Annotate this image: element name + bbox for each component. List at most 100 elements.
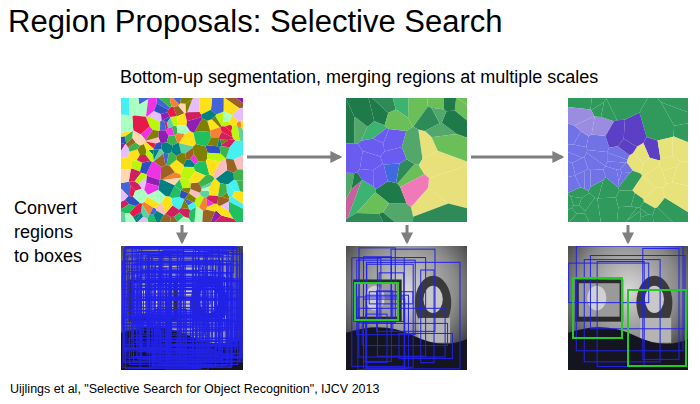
segment-region: [221, 201, 229, 211]
segment-region: [166, 152, 176, 165]
segment-region: [584, 152, 605, 170]
segment-region: [140, 161, 152, 174]
segment-region: [160, 165, 174, 180]
segment-region: [137, 155, 150, 163]
segment-region: [189, 171, 206, 183]
citation: Uijlings et al, "Selective Search for Ob…: [10, 382, 379, 396]
tv-set: [575, 279, 623, 321]
convert-arrow: [627, 225, 630, 242]
convert-arrow: [181, 225, 184, 242]
segment-region: [136, 212, 144, 222]
proposal-box: [135, 282, 194, 326]
segment-region: [658, 98, 688, 112]
proposal-box: [146, 287, 233, 320]
proposal-box: [359, 258, 381, 322]
proposal-box: [181, 267, 202, 353]
segment-region: [606, 98, 647, 120]
segmentation-fine: [121, 98, 243, 222]
segment-region: [207, 138, 219, 146]
proposal-box: [197, 281, 230, 368]
segment-region: [572, 205, 585, 213]
merge-arrow: [471, 156, 562, 159]
face: [423, 286, 442, 313]
merge-arrow: [247, 156, 340, 159]
segment-region: [175, 133, 185, 143]
photo-ground: [568, 246, 688, 370]
segment-region: [165, 127, 174, 136]
segment-region: [617, 206, 637, 222]
photo-ground: [121, 246, 243, 370]
blanket: [346, 327, 467, 370]
proposal-box: [123, 261, 230, 328]
proposal-box: [352, 258, 404, 367]
segment-region: [431, 108, 446, 124]
segment-region: [659, 156, 681, 171]
segment-region: [146, 98, 157, 117]
segment-region: [640, 202, 655, 215]
segment-region: [121, 157, 132, 169]
segment-region: [568, 162, 575, 177]
segment-region: [132, 115, 149, 134]
segment-region: [170, 98, 179, 107]
segment-region: [640, 214, 654, 222]
photo-ground: [346, 246, 467, 370]
segment-region: [183, 159, 195, 167]
segment-region: [237, 180, 243, 192]
segment-region: [662, 183, 688, 212]
segment-region: [396, 159, 415, 183]
segment-region: [413, 203, 467, 222]
segment-region: [432, 134, 467, 161]
segment-region: [673, 123, 688, 142]
segment-region: [444, 98, 456, 111]
segment-region: [616, 190, 635, 207]
object-box: [573, 278, 622, 338]
proposal-box: [367, 264, 413, 367]
object-box: [628, 290, 686, 366]
segment-region: [384, 163, 400, 183]
proposal-box: [194, 250, 232, 355]
segment-region: [442, 110, 467, 137]
object-box: [355, 283, 398, 320]
segment-region: [154, 104, 168, 114]
proposal-box: [122, 262, 154, 325]
proposal-box: [590, 255, 685, 328]
proposal-box: [136, 298, 243, 338]
proposal-box: [138, 286, 216, 318]
proposal-box: [167, 299, 237, 358]
segment-region: [207, 199, 215, 206]
convert-arrow: [406, 225, 409, 242]
segment-region: [190, 182, 201, 193]
segment-region: [134, 173, 147, 184]
segment-region: [606, 161, 627, 169]
segment-region: [226, 158, 238, 173]
segment-region: [174, 213, 183, 222]
segment-region: [241, 120, 243, 130]
segment-region: [201, 182, 212, 189]
proposal-box: [569, 263, 649, 303]
segment-region: [357, 192, 390, 213]
segment-region: [658, 137, 673, 159]
segment-region: [586, 135, 609, 152]
segment-region: [144, 197, 159, 208]
segment-region: [568, 152, 582, 163]
proposal-box: [134, 264, 231, 296]
segment-region: [223, 111, 232, 122]
segment-region: [159, 98, 172, 108]
segment-region: [236, 98, 243, 103]
segment-region: [153, 211, 163, 222]
tv-screen: [579, 283, 620, 316]
segment-region: [351, 173, 362, 190]
segment-region: [167, 118, 173, 129]
segment-region: [653, 207, 673, 222]
segment-region: [188, 202, 197, 210]
photo-boxes-medium: [346, 246, 467, 370]
segment-region: [232, 108, 243, 122]
segment-region: [618, 139, 637, 155]
segmentation-medium: [346, 98, 467, 222]
proposal-box: [359, 308, 445, 357]
segment-region: [402, 127, 423, 165]
proposal-box: [366, 262, 460, 369]
proposal-box: [125, 269, 176, 294]
